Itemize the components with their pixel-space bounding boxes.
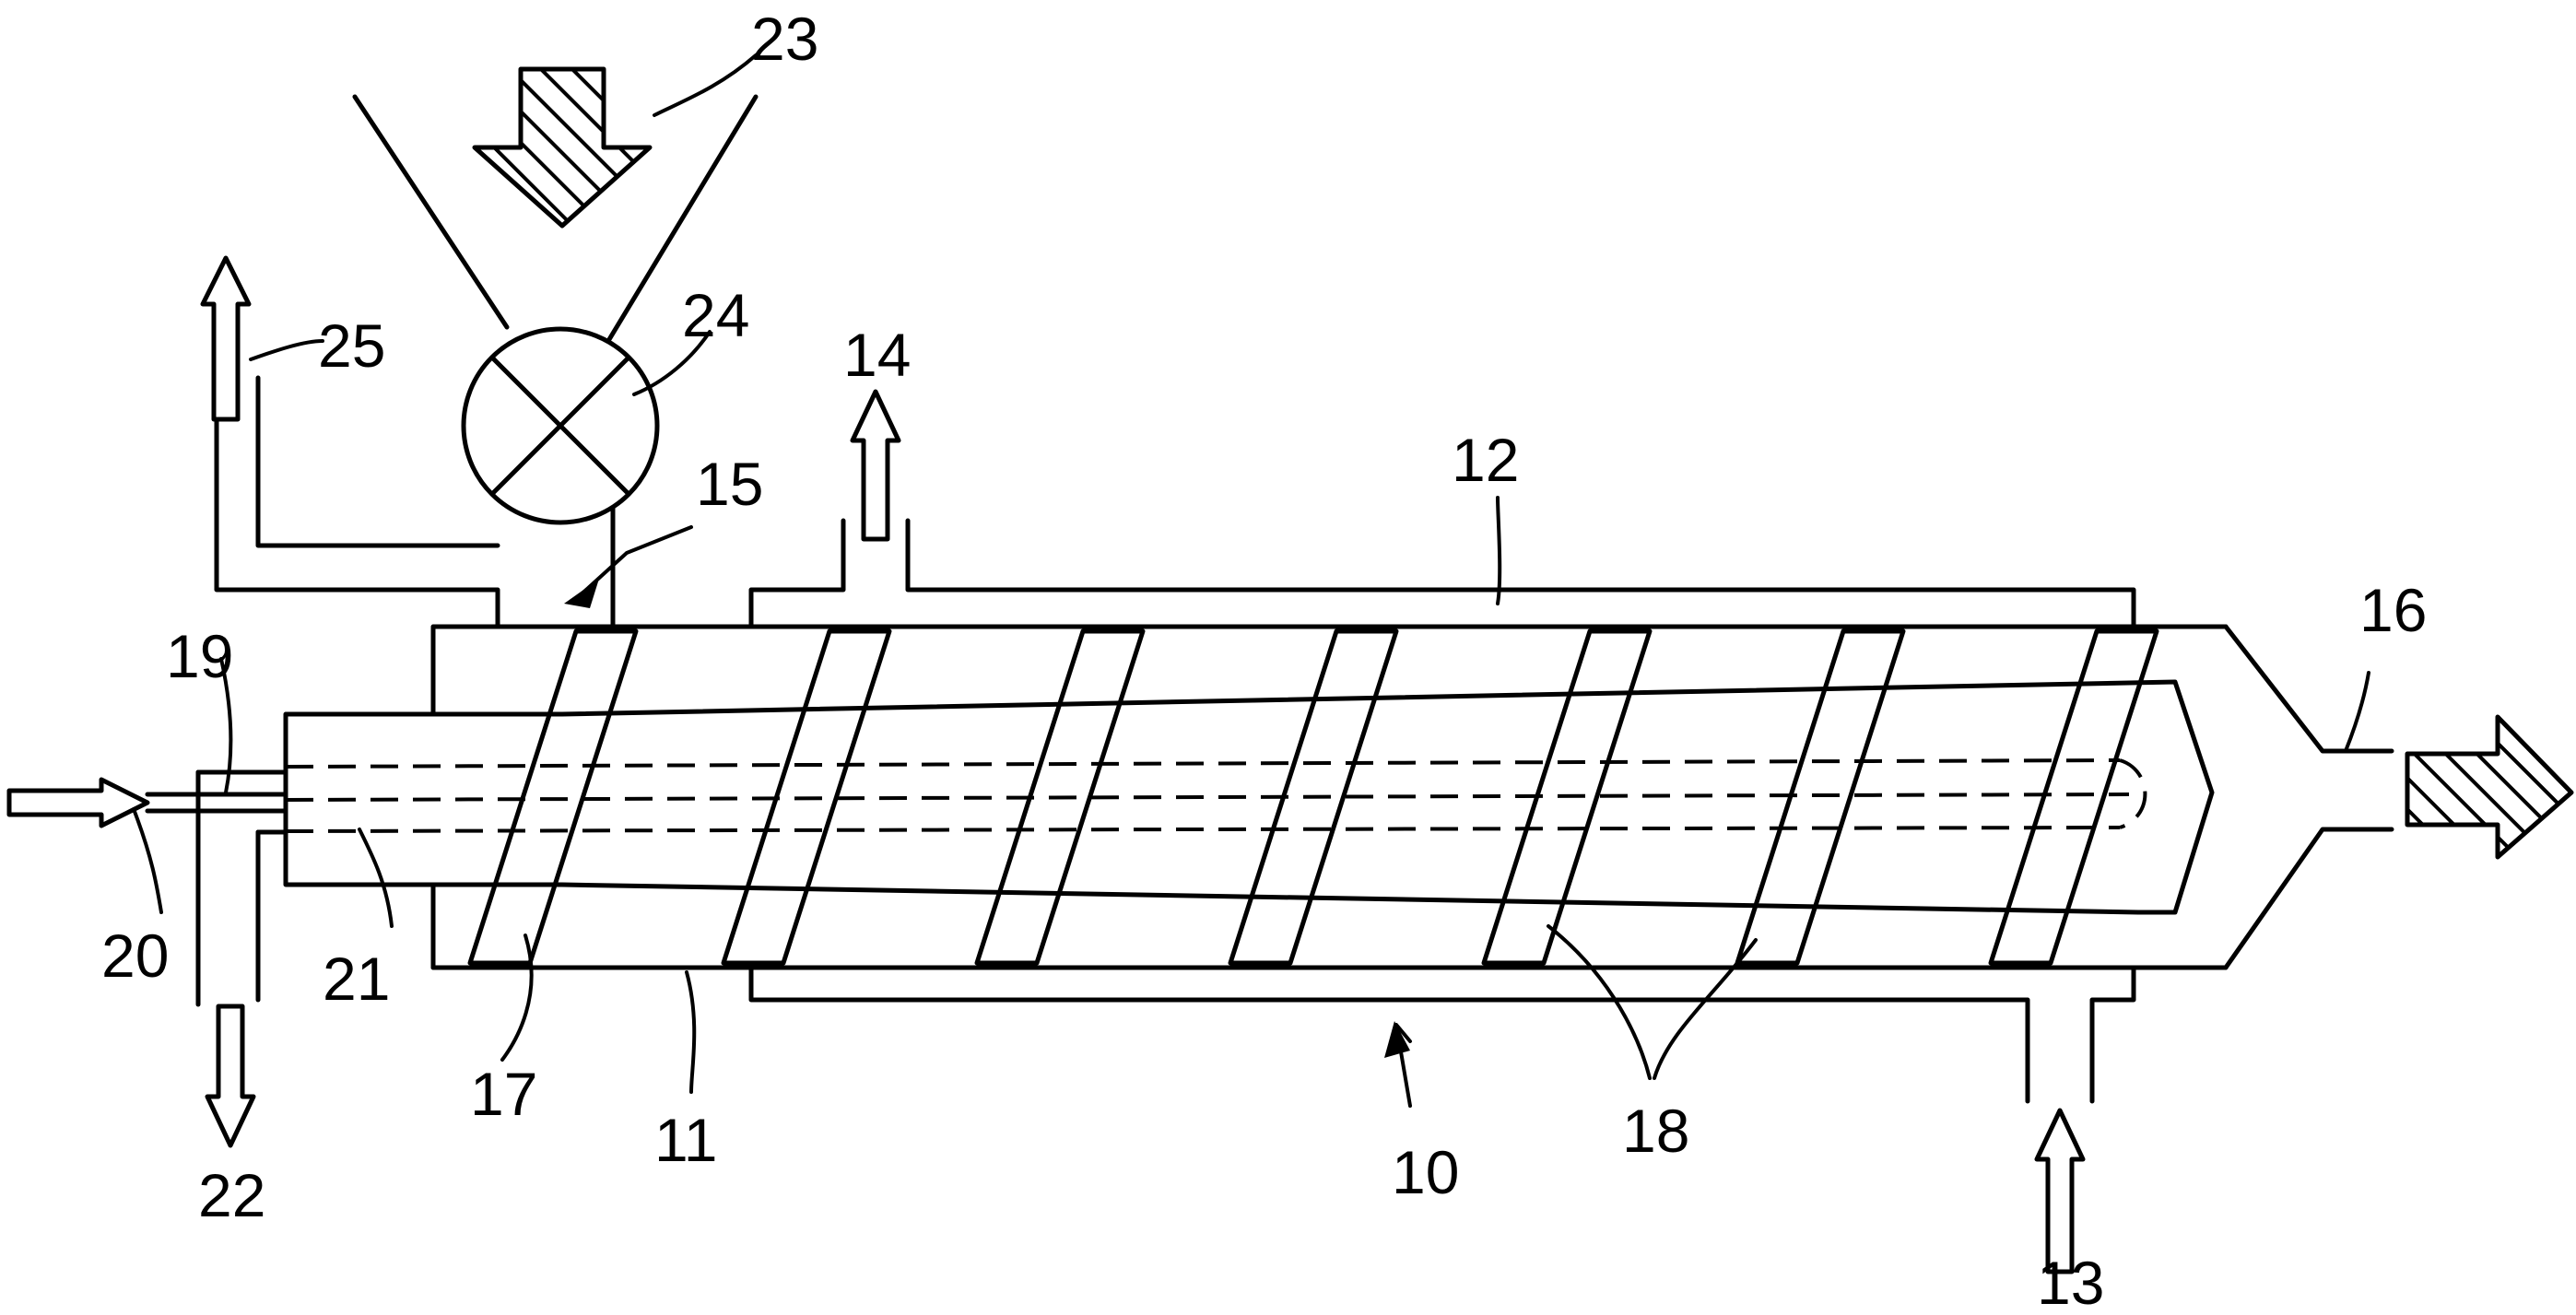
reference-labels: 23 24 25 15 14 12 16 19 20 21 22 17 11 1…	[101, 5, 2427, 1315]
leader-lines	[134, 55, 2369, 1106]
label-12: 12	[1452, 426, 1519, 494]
label-20: 20	[101, 922, 169, 990]
label-13: 13	[2037, 1249, 2104, 1315]
label-19: 19	[166, 622, 233, 690]
shaft-channels	[286, 760, 2145, 831]
rotor-shaft	[286, 682, 2212, 912]
heat-medium-inlet-arrow	[9, 780, 147, 826]
valve-pointer-arrowhead	[564, 579, 599, 608]
jacket-outlet-arrow	[853, 392, 899, 539]
label-23: 23	[751, 5, 818, 73]
rotary-valve	[464, 329, 657, 522]
label-24: 24	[682, 281, 749, 349]
heating-jacket-bottom	[751, 968, 2134, 1101]
jacket-inlet-arrow	[2037, 1110, 2083, 1272]
heat-medium-outlet-arrow	[207, 1006, 253, 1145]
vapour-pipe	[217, 378, 498, 627]
label-18: 18	[1622, 1097, 1689, 1165]
label-16: 16	[2359, 576, 2427, 644]
label-22: 22	[198, 1161, 265, 1229]
inlet-chamber	[433, 627, 751, 968]
label-11: 11	[654, 1106, 718, 1174]
vapour-outlet-arrow	[203, 258, 249, 419]
feed-input-arrow	[475, 69, 650, 226]
label-10: 10	[1392, 1138, 1459, 1206]
label-21: 21	[323, 945, 390, 1013]
label-14: 14	[843, 321, 911, 389]
product-output-arrow	[2407, 717, 2571, 857]
label-25: 25	[318, 311, 385, 380]
heating-jacket-top	[751, 521, 2134, 627]
label-15: 15	[696, 450, 763, 518]
label-17: 17	[470, 1060, 537, 1128]
